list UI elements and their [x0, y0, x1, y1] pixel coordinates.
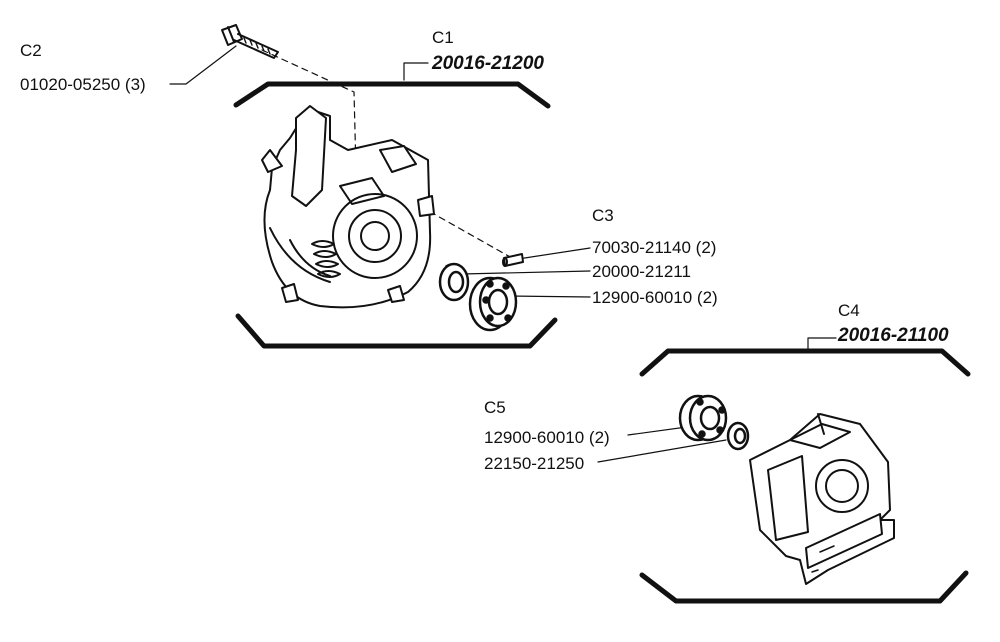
c3-part-number-pin: 70030-21140 (2)	[592, 238, 717, 257]
c2-tag: C2	[20, 41, 42, 60]
c5-part-number-seal: 22150-21250	[484, 454, 585, 473]
c4-part-number: 20016-21100	[838, 325, 949, 346]
bracket-c1-bottom	[235, 313, 558, 349]
bearing-c1-icon	[468, 276, 518, 332]
c3-tag: C3	[592, 206, 614, 225]
bolt-icon	[221, 24, 279, 59]
c5-tag: C5	[484, 398, 506, 417]
bracket-c4-top	[639, 348, 971, 377]
crankcase-c1-icon	[261, 105, 435, 309]
bearing-c4-icon	[678, 394, 728, 442]
c1-tag: C1	[432, 28, 454, 47]
c2-part-number: 01020-05250 (3)	[20, 75, 146, 94]
pin-icon	[502, 253, 524, 267]
c1-part-number: 20016-21200	[432, 53, 544, 74]
oil-seal-icon	[438, 262, 470, 302]
c3-part-number-bearing: 12900-60010 (2)	[592, 288, 718, 307]
crankcase-c4-icon	[749, 413, 895, 585]
bracket-c1-top	[233, 81, 551, 109]
c5-part-number-bearing: 12900-60010 (2)	[484, 428, 610, 447]
bracket-c4-bottom	[639, 570, 969, 604]
oil-seal-c4-icon	[726, 421, 750, 451]
c4-tag: C4	[838, 301, 860, 320]
c3-part-number-seal: 20000-21211	[592, 262, 691, 281]
